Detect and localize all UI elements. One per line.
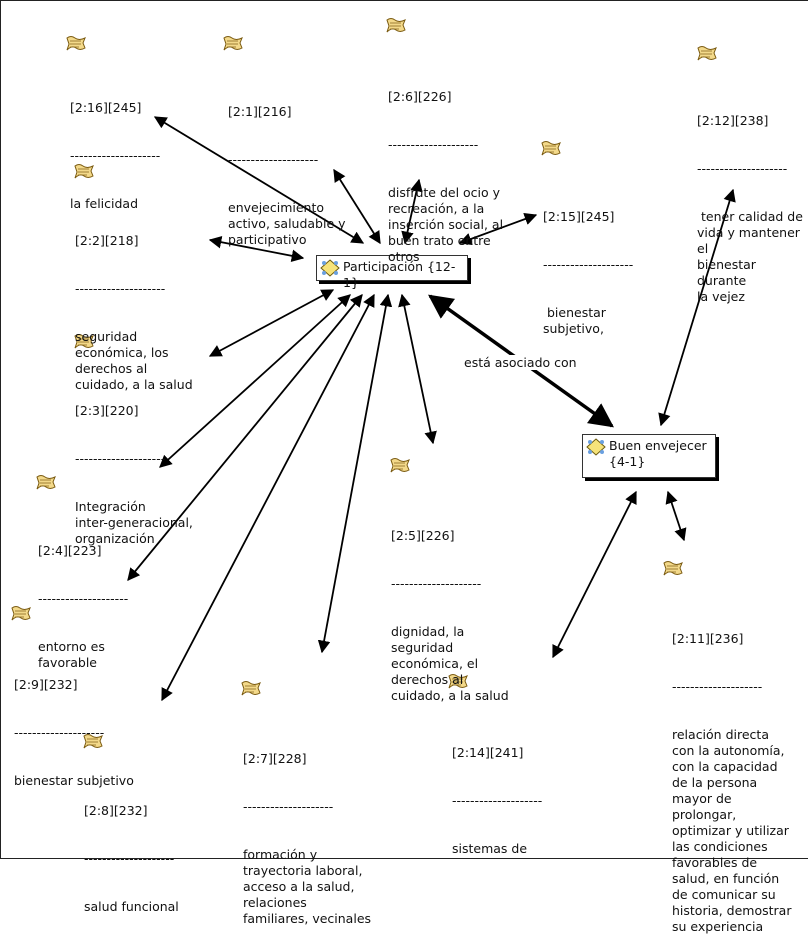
note-icon bbox=[241, 681, 261, 696]
note-separator: -------------------- bbox=[75, 281, 166, 296]
note-separator: -------------------- bbox=[38, 591, 129, 606]
note-body: sistemas de cuidado y salud, existen otr… bbox=[452, 841, 554, 859]
note-separator: -------------------- bbox=[243, 799, 334, 814]
note-body: Integración inter-generacional, organiza… bbox=[75, 499, 193, 546]
note-body: dignidad, la seguridad económica, el der… bbox=[391, 624, 509, 703]
edge-n21 bbox=[333, 168, 381, 245]
note-body: salud funcional bbox=[84, 899, 179, 914]
note-body: la felicidad bbox=[70, 196, 139, 211]
note-2-16[interactable]: [2:16][245] -------------------- la feli… bbox=[70, 68, 220, 228]
code-diamond-icon bbox=[320, 259, 340, 277]
note-icon bbox=[36, 475, 56, 490]
note-separator: -------------------- bbox=[388, 137, 479, 152]
note-ref: [2:7][228] bbox=[243, 751, 307, 766]
canvas-frame bbox=[0, 0, 808, 859]
note-ref: [2:12][238] bbox=[697, 113, 769, 128]
note-body: tener calidad de vida y mantener el bien… bbox=[697, 209, 803, 304]
edges-layer bbox=[11, 18, 736, 749]
note-2-5[interactable]: [2:5][226] -------------------- dignidad… bbox=[391, 496, 531, 720]
note-2-8[interactable]: [2:8][232] -------------------- salud fu… bbox=[84, 771, 234, 931]
note-separator: -------------------- bbox=[228, 152, 319, 167]
note-body: envejecimiento activo, saludable y parti… bbox=[228, 200, 346, 247]
note-2-2[interactable]: [2:2][218] -------------------- segurida… bbox=[75, 201, 225, 409]
note-2-7[interactable]: [2:7][228] -------------------- formació… bbox=[243, 719, 393, 943]
note-body: disfrute del ocio y recreación, a la ins… bbox=[388, 185, 504, 264]
note-body: relación directa con la autonomía, con l… bbox=[672, 727, 792, 934]
note-body: formación y trayectoria laboral, acceso … bbox=[243, 847, 372, 926]
note-2-3[interactable]: [2:3][220] -------------------- Integrac… bbox=[75, 371, 225, 563]
note-icon bbox=[390, 458, 410, 473]
note-ref: [2:1][216] bbox=[228, 104, 292, 119]
note-icon bbox=[11, 606, 31, 621]
relation-label: está asociado con bbox=[462, 355, 579, 370]
edge-n212 bbox=[658, 188, 736, 427]
code-label: Buen envejecer bbox=[609, 438, 707, 453]
note-body: bienestar subjetivo, bbox=[543, 305, 606, 336]
note-ref: [2:9][232] bbox=[14, 677, 78, 692]
note-icon bbox=[541, 141, 561, 156]
edge-n214 bbox=[552, 490, 637, 659]
edge-n22 bbox=[208, 235, 305, 263]
note-icon bbox=[66, 36, 86, 51]
note-separator: -------------------- bbox=[75, 451, 166, 466]
note-ref: [2:5][226] bbox=[391, 528, 455, 543]
edge-n27 bbox=[317, 293, 393, 654]
note-separator: -------------------- bbox=[391, 576, 482, 591]
edge-n23 bbox=[208, 289, 335, 357]
edge-n215 bbox=[458, 213, 538, 245]
note-separator: -------------------- bbox=[697, 161, 788, 176]
note-separator: -------------------- bbox=[14, 725, 105, 740]
note-2-9[interactable]: [2:9][232] -------------------- bienesta… bbox=[14, 645, 164, 805]
code-node-participacion[interactable]: Participación {12-1} bbox=[316, 255, 468, 290]
note-ref: [2:2][218] bbox=[75, 233, 139, 248]
code-diamond-icon bbox=[586, 438, 606, 456]
note-body: bienestar subjetivo bbox=[14, 773, 134, 788]
note-2-15[interactable]: [2:15][245] -------------------- bienest… bbox=[543, 177, 673, 353]
note-2-6[interactable]: [2:6][226] -------------------- disfrute… bbox=[388, 57, 528, 281]
note-2-14[interactable]: [2:14][241] -------------------- sistema… bbox=[452, 713, 592, 859]
note-ref: [2:8][232] bbox=[84, 803, 148, 818]
note-ref: [2:16][245] bbox=[70, 100, 142, 115]
note-separator: -------------------- bbox=[672, 679, 763, 694]
note-icon bbox=[223, 36, 243, 51]
code-count: {4-1} bbox=[609, 454, 646, 469]
note-ref: [2:4][223] bbox=[38, 543, 102, 558]
note-separator: -------------------- bbox=[70, 148, 161, 163]
note-icon bbox=[663, 561, 683, 576]
note-body: entorno es favorable bbox=[38, 639, 105, 670]
note-icon bbox=[697, 46, 717, 61]
edge-n216 bbox=[153, 116, 365, 244]
note-2-12[interactable]: [2:12][238] -------------------- tener c… bbox=[697, 81, 809, 321]
note-separator: -------------------- bbox=[84, 851, 175, 866]
note-ref: [2:14][241] bbox=[452, 745, 524, 760]
note-2-4[interactable]: [2:4][223] -------------------- entorno … bbox=[38, 511, 168, 687]
note-2-11[interactable]: [2:11][236] -------------------- relació… bbox=[672, 599, 806, 951]
note-ref: [2:11][236] bbox=[672, 631, 744, 646]
note-icon bbox=[386, 18, 406, 33]
note-separator: -------------------- bbox=[543, 257, 634, 272]
code-node-buen-envejecer[interactable]: Buen envejecer {4-1} bbox=[582, 434, 716, 478]
note-ref: [2:6][226] bbox=[388, 89, 452, 104]
note-body: seguridad económica, los derechos al cui… bbox=[75, 329, 193, 392]
edge-n26 bbox=[401, 178, 423, 245]
note-ref: [2:3][220] bbox=[75, 403, 139, 418]
code-label: Participación {12-1} bbox=[343, 259, 456, 290]
note-2-1[interactable]: [2:1][216] -------------------- envejeci… bbox=[228, 72, 378, 264]
note-separator: -------------------- bbox=[452, 793, 543, 808]
edge-n25 bbox=[398, 293, 437, 445]
note-ref: [2:15][245] bbox=[543, 209, 615, 224]
edge-n211 bbox=[665, 490, 687, 542]
